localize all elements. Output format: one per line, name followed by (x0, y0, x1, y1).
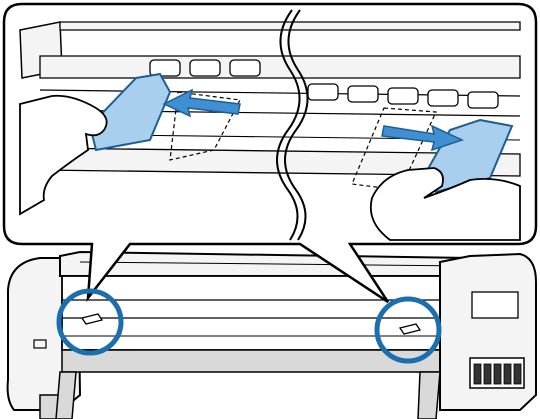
right-plate-ghost-position (351, 107, 437, 191)
magnified-callout (2, 2, 538, 304)
right-edge-plate-position (398, 323, 422, 335)
left-housing-slot (33, 339, 47, 349)
break-line (276, 9, 301, 241)
left-hand (19, 94, 108, 216)
ink-panel-top (471, 291, 519, 319)
right-hand (369, 167, 521, 241)
printer-leg-right (417, 371, 441, 419)
printer-platen (61, 349, 441, 373)
right-arrow-icon (381, 124, 465, 152)
left-edge-plate-position (80, 313, 104, 325)
left-arrow-icon (162, 88, 241, 118)
circle-marker-right (374, 296, 442, 364)
circle-marker-left (56, 288, 124, 356)
printer-leg-left (55, 371, 77, 419)
printer-body (6, 250, 537, 419)
